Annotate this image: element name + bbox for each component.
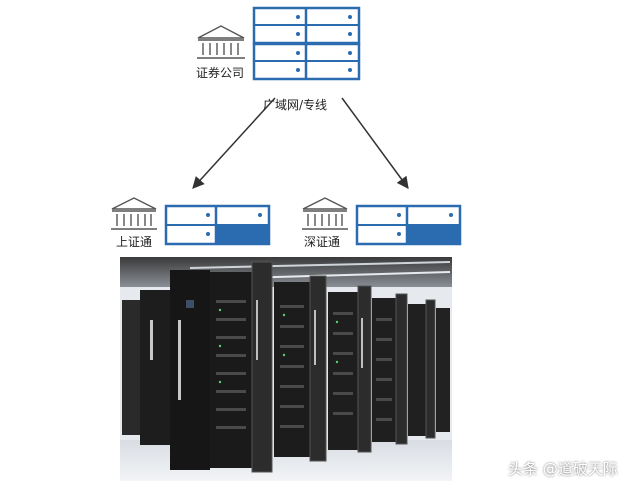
network-label: 广域网/专线 xyxy=(263,98,328,112)
shenzhen-bank-icon xyxy=(302,197,348,230)
data-center-photo xyxy=(120,257,452,481)
shanghai-bank-icon xyxy=(111,197,157,230)
broker-bank-icon xyxy=(197,25,245,59)
shenzhen-server-block xyxy=(355,204,462,246)
shanghai-label: 上证通 xyxy=(116,235,153,249)
shanghai-server-block xyxy=(164,204,271,246)
watermark: 头条 @道破天际 xyxy=(508,460,618,478)
arrow-to-shanghai xyxy=(192,97,276,189)
broker-label: 证券公司 xyxy=(196,66,245,80)
arrow-to-shenzhen xyxy=(341,97,409,189)
shenzhen-label: 深证通 xyxy=(304,235,341,249)
broker-server-block xyxy=(252,6,361,81)
